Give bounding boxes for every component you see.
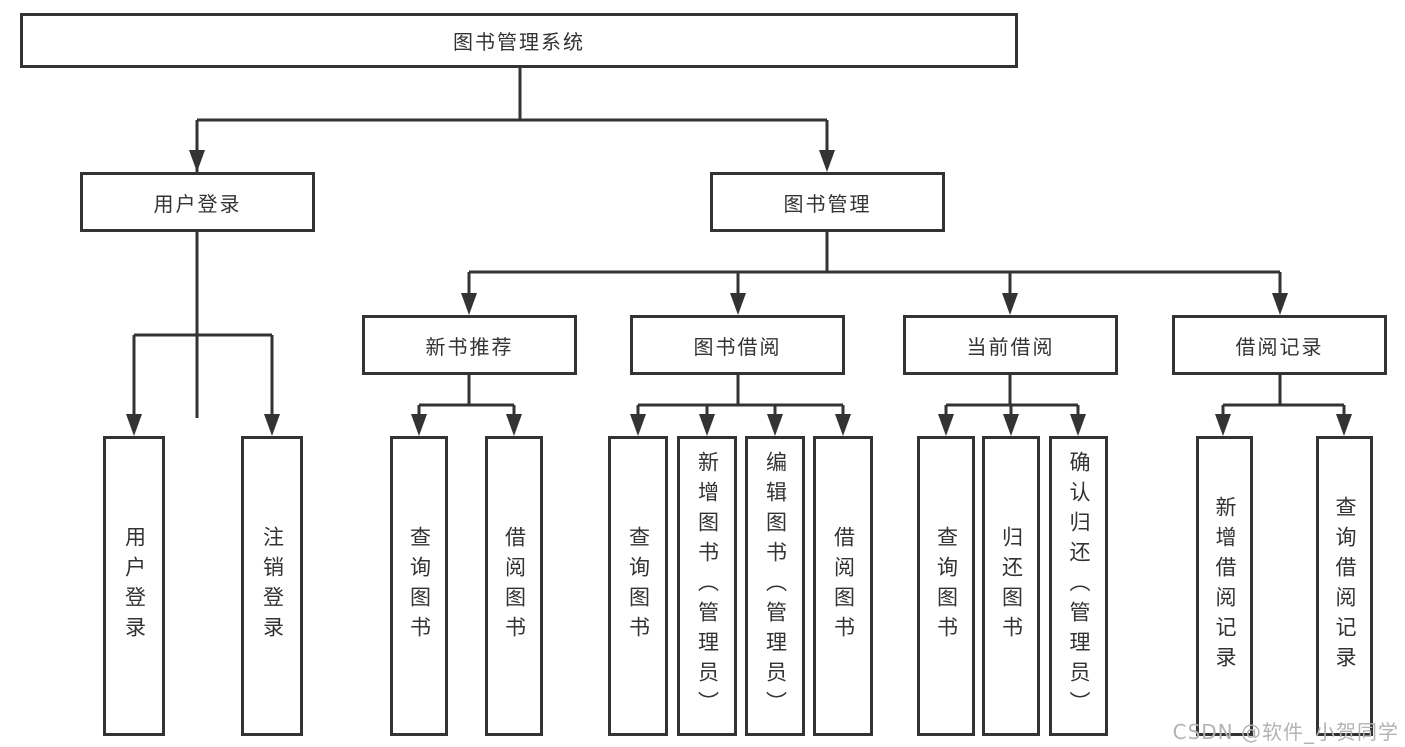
leaf-label: 新增借阅记录 (1213, 496, 1238, 676)
node-book-management: 图书管理 (710, 172, 945, 232)
node-label: 当前借阅 (966, 334, 1055, 359)
node-label: 用户登录 (153, 191, 242, 216)
leaf-borrow-query-books: 查询图书 (608, 436, 668, 736)
node-library-management-system: 图书管理系统 (20, 13, 1018, 68)
csdn-watermark: CSDN @软件_小贺同学 (1172, 720, 1399, 744)
node-label: 图书管理系统 (453, 30, 585, 54)
leaf-recommend-borrow-books: 借阅图书 (485, 436, 543, 736)
node-label: 图书管理 (783, 191, 872, 216)
leaf-records-query-record: 查询借阅记录 (1316, 436, 1373, 736)
leaf-records-add-record: 新增借阅记录 (1196, 436, 1253, 736)
node-book-borrowing: 图书借阅 (630, 315, 845, 375)
node-label: 借阅记录 (1235, 334, 1324, 359)
leaf-borrow-edit-books-admin: 编辑图书（管理员） (745, 436, 805, 736)
leaf-label: 查询图书 (626, 526, 651, 646)
leaf-label: 用户登录 (122, 526, 147, 646)
leaf-logout: 注销登录 (241, 436, 303, 736)
leaf-borrow-add-books-admin: 新增图书（管理员） (677, 436, 737, 736)
leaf-user-login: 用户登录 (103, 436, 165, 736)
leaf-current-query-books: 查询图书 (917, 436, 975, 736)
leaf-current-confirm-return-admin: 确认归还（管理员） (1049, 436, 1108, 736)
leaf-label: 注销登录 (260, 526, 285, 646)
leaf-label: 查询借阅记录 (1333, 496, 1358, 676)
leaf-label: 借阅图书 (831, 526, 856, 646)
node-user-login: 用户登录 (80, 172, 315, 232)
leaf-label: 新增图书（管理员） (695, 451, 720, 721)
node-current-borrowing: 当前借阅 (903, 315, 1118, 375)
arrowheads (126, 150, 1352, 436)
leaf-label: 编辑图书（管理员） (763, 451, 788, 721)
leaf-recommend-query-books: 查询图书 (390, 436, 448, 736)
leaf-label: 借阅图书 (502, 526, 527, 646)
leaf-label: 确认归还（管理员） (1067, 451, 1092, 721)
node-label: 图书借阅 (693, 334, 782, 359)
leaf-label: 查询图书 (934, 526, 959, 646)
node-label: 新书推荐 (425, 334, 514, 359)
node-borrowing-records: 借阅记录 (1172, 315, 1387, 375)
leaf-borrow-borrow-books: 借阅图书 (813, 436, 873, 736)
leaf-current-return-books: 归还图书 (982, 436, 1040, 736)
node-new-book-recommend: 新书推荐 (362, 315, 577, 375)
leaf-label: 归还图书 (999, 526, 1024, 646)
leaf-label: 查询图书 (407, 526, 432, 646)
